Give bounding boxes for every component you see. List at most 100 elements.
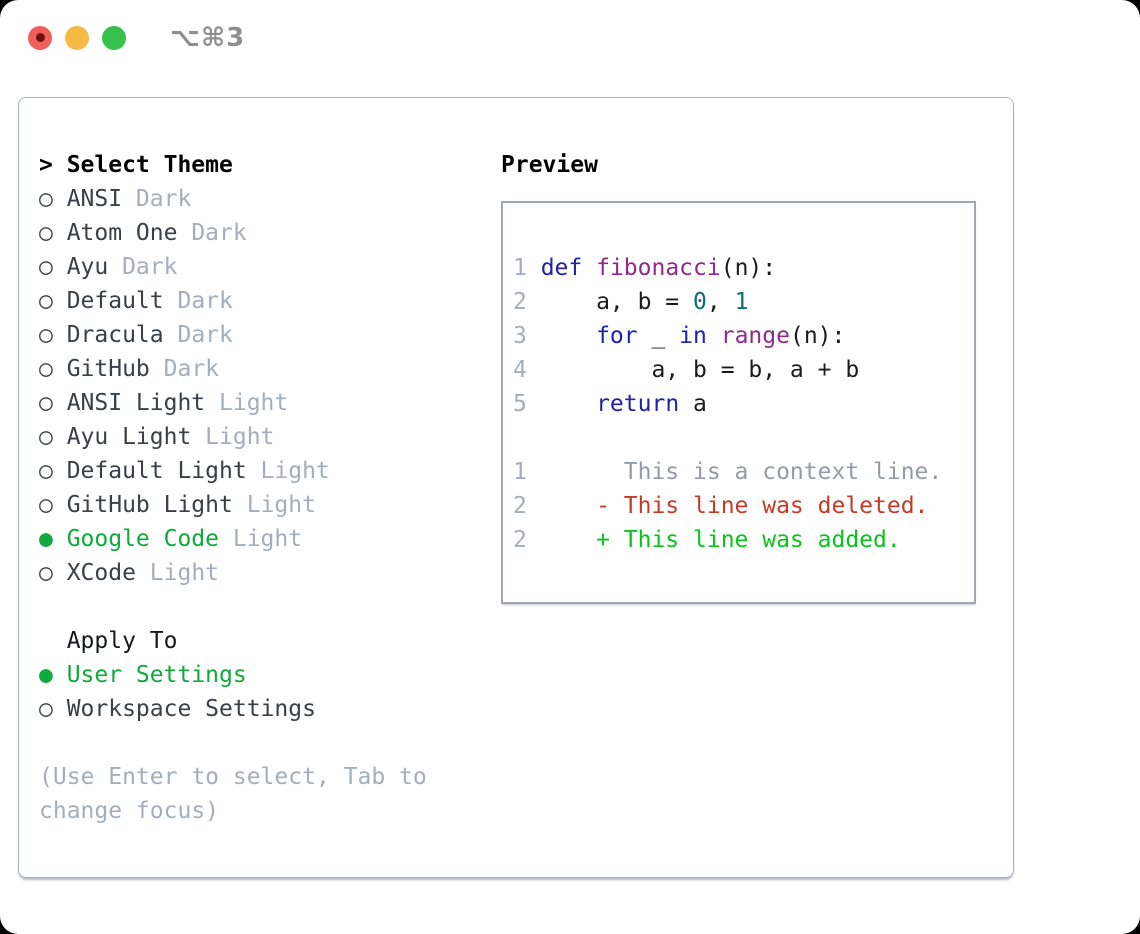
theme-variant: Dark bbox=[163, 356, 220, 382]
code-token: , bbox=[706, 289, 735, 315]
title-bar: ⌥⌘3 bbox=[0, 0, 1140, 75]
code-line: 1 def fibonacci(n): bbox=[513, 251, 974, 285]
footer-hint-line: (Use Enter to select, Tab to bbox=[39, 764, 427, 790]
code-token: fibonacci bbox=[596, 255, 721, 281]
radio-icon: ○ bbox=[39, 458, 53, 484]
selected-radio-icon: ● bbox=[39, 662, 53, 688]
code-token: range bbox=[720, 323, 790, 349]
apply-option-label: User Settings bbox=[66, 662, 247, 688]
zoom-button[interactable] bbox=[102, 25, 126, 50]
theme-variant: Dark bbox=[177, 288, 233, 314]
code-token bbox=[582, 255, 596, 281]
theme-name: GitHub bbox=[66, 356, 150, 382]
code-line: 5 return a bbox=[513, 387, 974, 421]
theme-variant: Light bbox=[205, 424, 275, 450]
theme-name: Default Light bbox=[66, 458, 247, 484]
code-line: 3 for _ in range(n): bbox=[513, 319, 974, 353]
radio-icon: ○ bbox=[39, 220, 53, 246]
apply-option-user-settings[interactable]: ● User Settings bbox=[39, 658, 501, 692]
theme-name: Ayu bbox=[66, 254, 109, 280]
code-token: a bbox=[679, 391, 707, 417]
line-number: 3 bbox=[513, 323, 527, 349]
line-number: 1 bbox=[513, 255, 527, 281]
code-token: 1 bbox=[734, 289, 749, 315]
footer-hint: (Use Enter to select, Tab to change focu… bbox=[39, 760, 501, 828]
theme-name: Default bbox=[66, 288, 164, 314]
theme-name: Google Code bbox=[66, 526, 220, 552]
window-title: ⌥⌘3 bbox=[170, 22, 246, 53]
theme-option-ayu-light-light[interactable]: ○ Ayu Light Light bbox=[39, 420, 501, 454]
theme-variant: Dark bbox=[135, 186, 192, 212]
radio-icon: ○ bbox=[39, 492, 53, 518]
diff-text: This is a context line. bbox=[540, 459, 943, 485]
theme-name: Dracula bbox=[66, 322, 164, 348]
diff-line-context: 1 This is a context line. bbox=[513, 455, 974, 489]
code-token: def bbox=[540, 255, 583, 281]
theme-name: ANSI Light bbox=[66, 390, 206, 416]
preview-header: Preview bbox=[501, 152, 598, 178]
line-number: 4 bbox=[513, 357, 527, 383]
apply-to-header: Apply To bbox=[66, 628, 178, 654]
select-theme-header: >Select Theme bbox=[39, 148, 501, 182]
radio-icon: ○ bbox=[39, 696, 53, 722]
apply-option-workspace-settings[interactable]: ○ Workspace Settings bbox=[39, 692, 501, 726]
blank-line bbox=[513, 421, 974, 455]
apply-to-list: ● User Settings ○ Workspace Settings bbox=[39, 658, 501, 726]
unsaved-indicator-dot bbox=[35, 33, 45, 42]
radio-icon: ○ bbox=[39, 356, 53, 382]
line-number: 5 bbox=[513, 391, 527, 417]
diff-text: - This line was deleted. bbox=[540, 493, 929, 519]
code-token: (n): bbox=[720, 255, 777, 281]
close-button[interactable] bbox=[28, 25, 52, 50]
theme-variant: Light bbox=[149, 560, 220, 586]
theme-variant: Light bbox=[232, 526, 303, 552]
radio-icon: ○ bbox=[39, 390, 53, 416]
theme-option-github-light-light[interactable]: ○ GitHub Light Light bbox=[39, 488, 501, 522]
code-token: 0 bbox=[693, 289, 707, 315]
radio-icon: ○ bbox=[39, 424, 53, 450]
theme-variant: Dark bbox=[122, 254, 178, 280]
code-token: a, b = b, a + b bbox=[540, 357, 860, 383]
theme-name: GitHub Light bbox=[66, 492, 233, 518]
code-token: for bbox=[596, 323, 638, 349]
line-number: 2 bbox=[513, 493, 527, 519]
theme-name: Ayu Light bbox=[66, 424, 192, 450]
apply-option-label: Workspace Settings bbox=[66, 696, 316, 722]
theme-name: Atom One bbox=[66, 220, 178, 246]
code-token bbox=[707, 323, 721, 349]
line-number: 2 bbox=[513, 289, 527, 315]
radio-icon: ○ bbox=[39, 254, 53, 280]
theme-variant: Dark bbox=[177, 322, 233, 348]
code-line: 2 a, b = 0, 1 bbox=[513, 285, 974, 319]
radio-icon: ○ bbox=[39, 186, 53, 212]
theme-option-github-dark[interactable]: ○ GitHub Dark bbox=[39, 352, 501, 386]
theme-variant: Light bbox=[260, 458, 330, 484]
diff-line-added: 2 + This line was added. bbox=[513, 523, 974, 557]
code-line: 4 a, b = b, a + b bbox=[513, 353, 974, 387]
line-number: 2 bbox=[513, 527, 527, 553]
diff-line-deleted: 2 - This line was deleted. bbox=[513, 489, 974, 523]
theme-variant: Light bbox=[246, 492, 316, 518]
radio-icon: ○ bbox=[39, 322, 53, 348]
theme-option-ayu-dark[interactable]: ○ Ayu Dark bbox=[39, 250, 501, 284]
minimize-button[interactable] bbox=[65, 25, 89, 50]
theme-option-default-light-light[interactable]: ○ Default Light Light bbox=[39, 454, 501, 488]
code-token bbox=[541, 391, 596, 417]
theme-option-atom-one-dark[interactable]: ○ Atom One Dark bbox=[39, 216, 501, 250]
theme-variant: Dark bbox=[191, 220, 247, 246]
traffic-lights bbox=[28, 25, 126, 50]
code-token: (n): bbox=[789, 323, 846, 349]
line-number: 1 bbox=[513, 459, 527, 485]
code-token: return bbox=[596, 391, 680, 417]
theme-option-dracula-dark[interactable]: ○ Dracula Dark bbox=[39, 318, 501, 352]
